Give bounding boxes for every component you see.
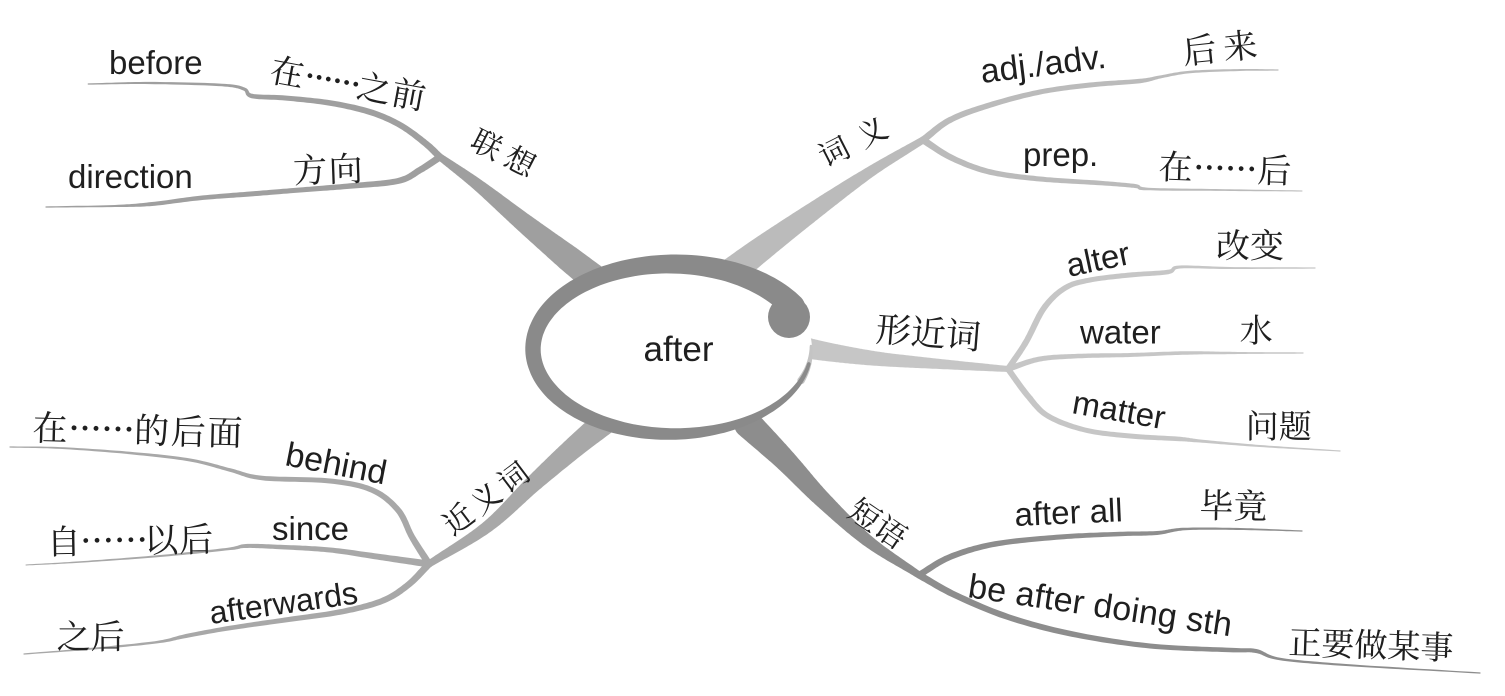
svg-text:after all: after all xyxy=(1014,491,1124,533)
svg-text:before: before xyxy=(109,44,203,81)
svg-text:since: since xyxy=(272,510,349,547)
svg-text:after: after xyxy=(643,330,713,369)
svg-text:direction: direction xyxy=(68,158,193,195)
svg-text:be after doing sth: be after doing sth xyxy=(966,567,1235,644)
svg-text:prep.: prep. xyxy=(1023,136,1098,173)
svg-text:water: water xyxy=(1079,314,1161,351)
